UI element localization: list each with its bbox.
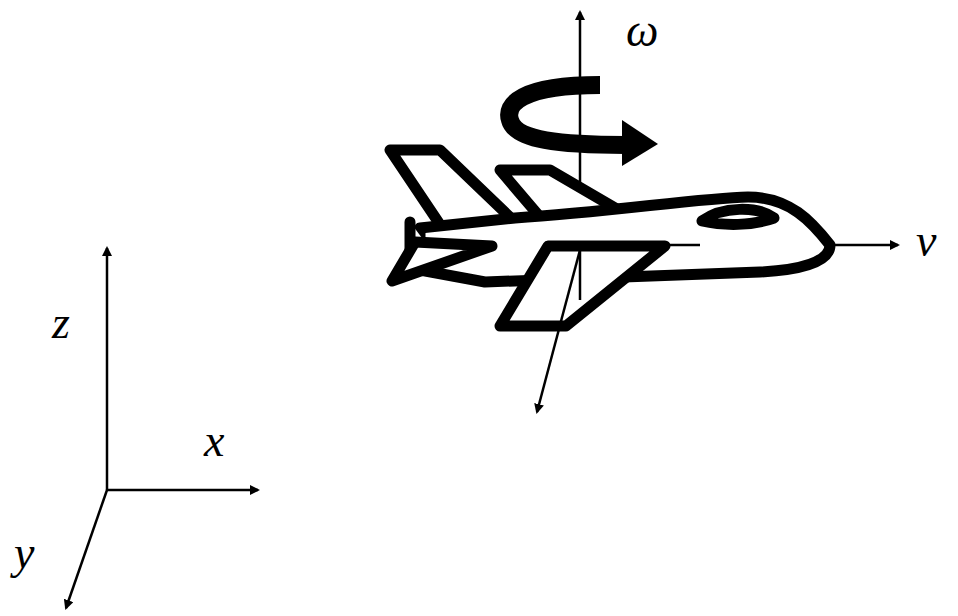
world-axes	[66, 248, 258, 608]
velocity-label: v	[916, 218, 936, 264]
airplane-icon	[390, 150, 830, 326]
omega-label: ω	[626, 8, 658, 54]
axis-label: x	[204, 418, 224, 464]
body-axes-front	[560, 245, 700, 325]
axis-label: y	[14, 530, 34, 576]
rotation-arrow	[509, 85, 658, 166]
axis-label: z	[52, 300, 70, 346]
